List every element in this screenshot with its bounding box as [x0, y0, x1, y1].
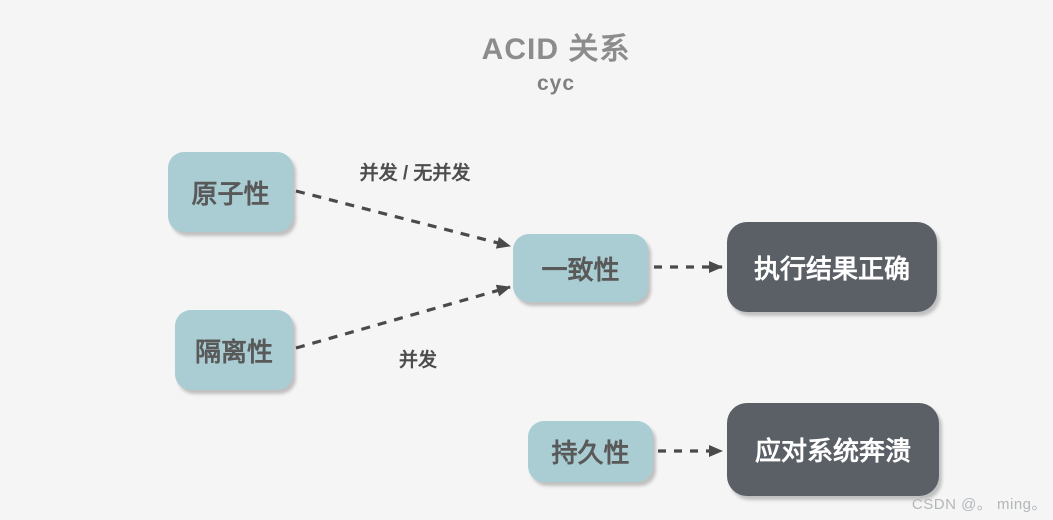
node-execution-result-correct: 执行结果正确	[727, 222, 937, 312]
node-atomicity-label: 原子性	[191, 178, 270, 209]
edge-label-concurrent: 并发	[398, 350, 437, 371]
node-isolation-label: 隔离性	[194, 336, 273, 367]
diagram-title: ACID 关系	[481, 33, 631, 66]
node-execution-result-correct-label: 执行结果正确	[753, 253, 910, 284]
edge-label-concurrent-or-not: 并发 / 无并发	[359, 163, 471, 184]
edge-atomicity-to-consistency	[295, 189, 511, 249]
node-consistency: 一致性	[513, 234, 648, 302]
node-survive-system-crash-label: 应对系统奔溃	[754, 436, 911, 466]
edge-isolation-to-consistency	[295, 284, 511, 350]
node-survive-system-crash: 应对系统奔溃	[727, 403, 939, 496]
node-durability: 持久性	[528, 421, 653, 482]
node-durability-label: 持久性	[551, 438, 630, 468]
node-isolation: 隔离性	[175, 310, 293, 390]
node-consistency-label: 一致性	[541, 254, 620, 285]
watermark: CSDN @。 ming。	[911, 496, 1047, 513]
node-atomicity: 原子性	[168, 152, 293, 232]
diagram-subtitle: cyc	[536, 72, 576, 95]
